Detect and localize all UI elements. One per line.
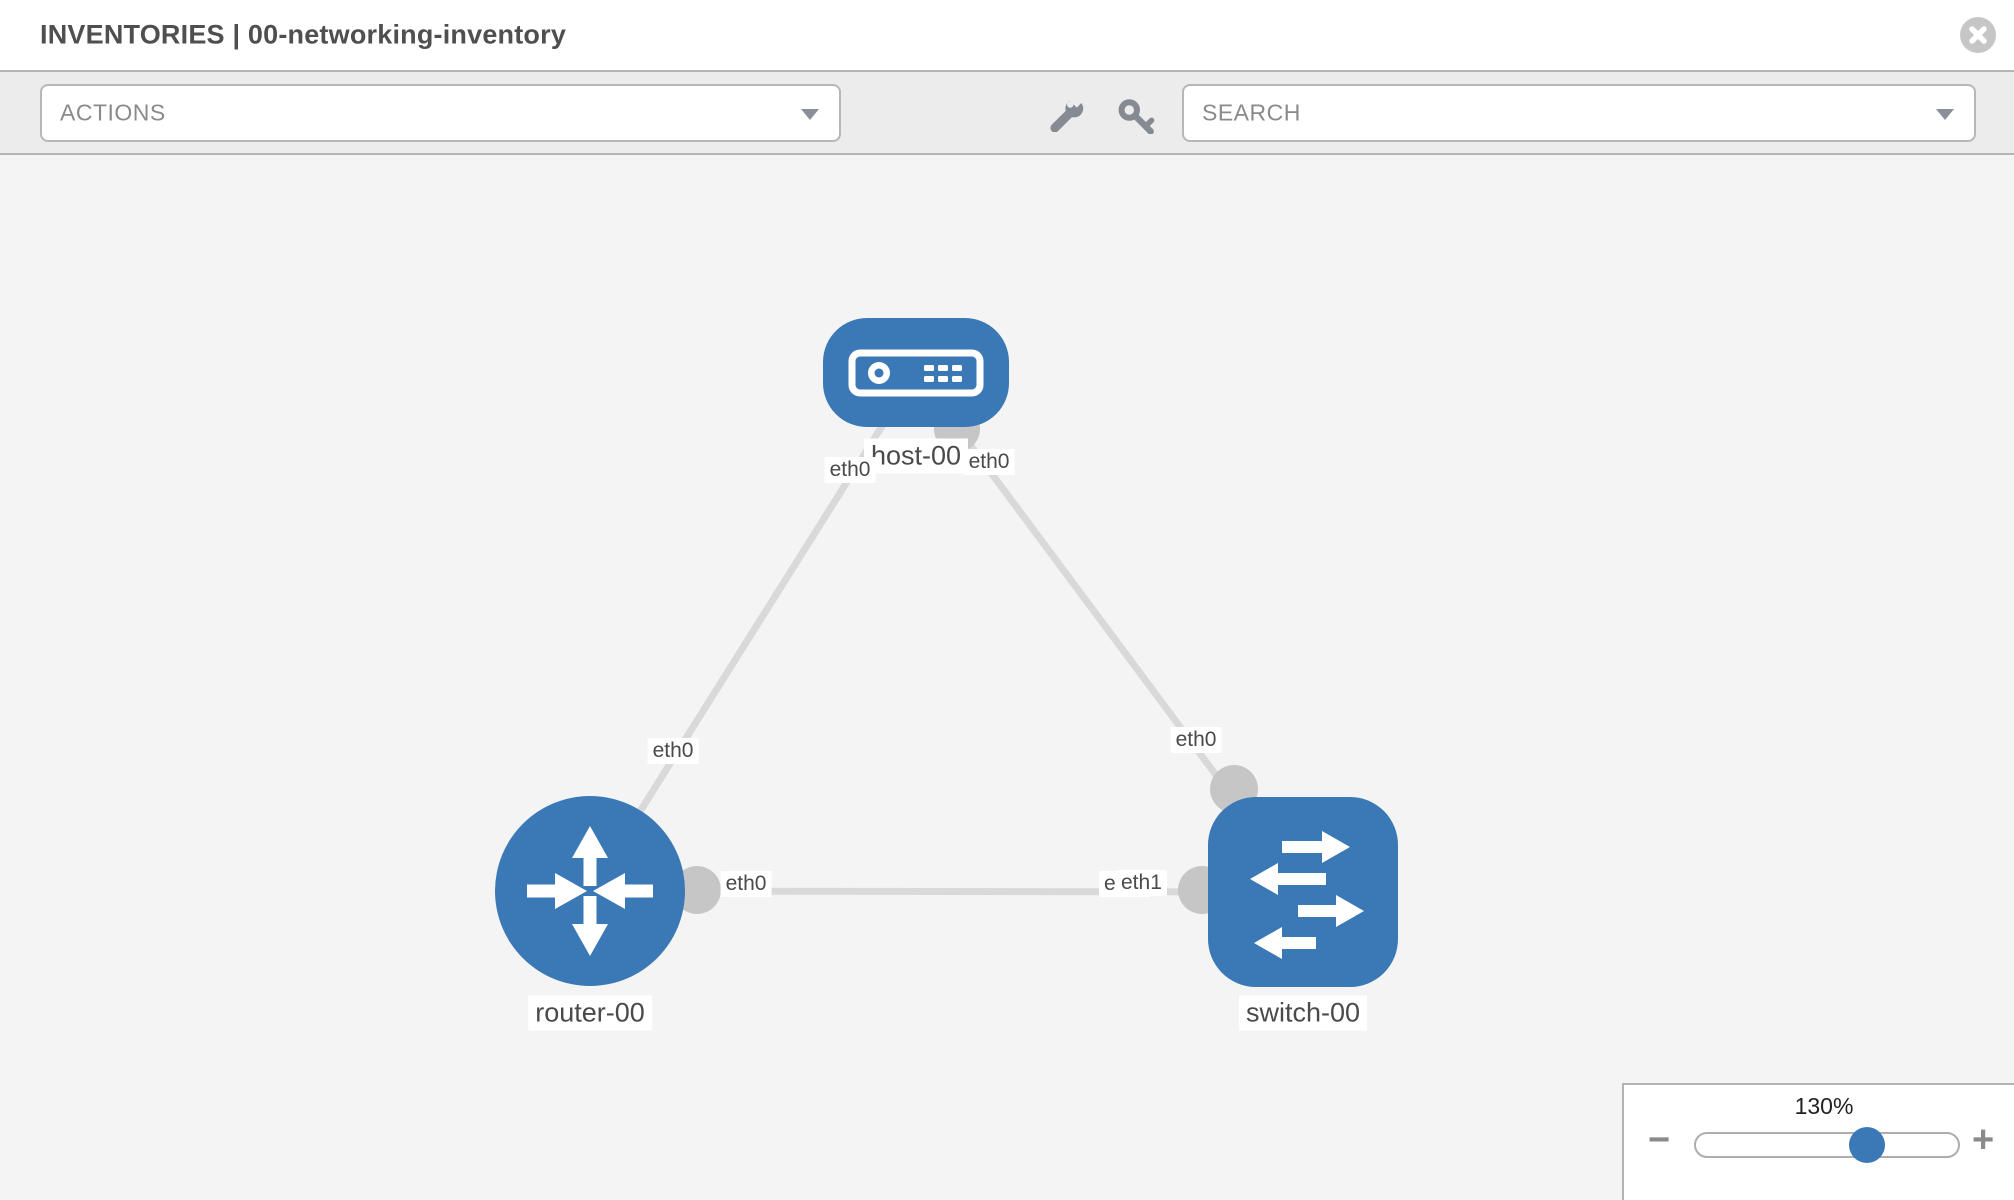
close-button[interactable]	[1960, 17, 1996, 53]
zoom-slider-thumb[interactable]	[1849, 1127, 1885, 1163]
topology-links-layer	[587, 369, 1306, 914]
if-label-router-switch-switch-end: eth1	[1116, 870, 1167, 896]
node-router[interactable]	[495, 796, 685, 986]
node-label-host: host-00	[863, 438, 969, 474]
zoom-panel: 130% − +	[1622, 1083, 2014, 1200]
search-input[interactable]: SEARCH	[1182, 84, 1976, 142]
if-label-host-switch-host-end: eth0	[963, 449, 1015, 475]
node-host[interactable]	[823, 318, 1009, 427]
host-icon	[848, 349, 984, 396]
if-label-router-switch-router-end: eth0	[720, 871, 772, 897]
toolbar: ACTIONS SEARCH	[0, 70, 2014, 155]
page-title: INVENTORIES | 00-networking-inventory	[40, 19, 567, 50]
wrench-icon[interactable]	[1047, 98, 1087, 132]
zoom-level-value: 130%	[1794, 1093, 1854, 1119]
node-label-switch: switch-00	[1238, 995, 1368, 1031]
header: INVENTORIES | 00-networking-inventory	[0, 0, 2014, 70]
node-label-router: router-00	[528, 995, 652, 1031]
search-placeholder: SEARCH	[1202, 99, 1301, 126]
if-label-host-switch-switch-end: eth0	[1170, 727, 1222, 753]
chevron-down-icon	[801, 109, 819, 120]
close-icon	[1969, 26, 1987, 44]
router-icon	[527, 826, 653, 956]
actions-dropdown[interactable]: ACTIONS	[40, 84, 841, 142]
topology-canvas[interactable]: host-00 router-00 switch-00 eth0 eth0 et…	[0, 155, 2014, 1200]
zoom-out-icon[interactable]: −	[1648, 1119, 1671, 1161]
zoom-in-icon[interactable]: +	[1972, 1119, 1995, 1161]
actions-dropdown-label: ACTIONS	[60, 99, 166, 126]
chevron-down-icon	[1936, 109, 1954, 120]
key-icon[interactable]	[1117, 98, 1157, 134]
interface-dot-router-eth0[interactable]	[673, 866, 721, 914]
if-label-host-router-host-end: eth0	[824, 457, 876, 483]
if-label-host-router-router-end: eth0	[647, 738, 699, 764]
node-switch[interactable]	[1208, 797, 1398, 987]
switch-icon	[1250, 831, 1364, 959]
zoom-slider[interactable]	[1694, 1127, 1960, 1163]
